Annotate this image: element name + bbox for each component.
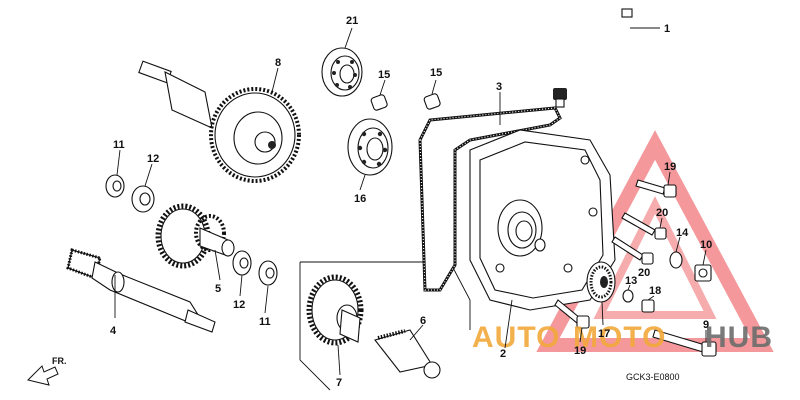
part-gasket bbox=[418, 106, 562, 292]
leader-lines bbox=[114, 27, 707, 376]
callout-11-bottom: 11 bbox=[259, 316, 271, 328]
callout-15-right: 15 bbox=[430, 67, 442, 79]
watermark-text-hub: HUB bbox=[705, 321, 773, 354]
part-washers-left bbox=[105, 174, 155, 213]
part-gear-set-box bbox=[299, 261, 471, 391]
part-final-shaft-gear bbox=[138, 60, 301, 183]
callout-7: 7 bbox=[336, 377, 342, 389]
callout-19-bottom: 19 bbox=[574, 345, 586, 357]
front-label: FR. bbox=[52, 356, 67, 366]
callout-5: 5 bbox=[215, 283, 221, 295]
callout-17: 17 bbox=[598, 328, 610, 340]
front-arrow-icon bbox=[27, 365, 59, 386]
callout-15-left: 15 bbox=[378, 69, 390, 81]
callout-12-top: 12 bbox=[147, 153, 159, 165]
part-bearing-21 bbox=[321, 47, 363, 97]
callout-9: 9 bbox=[703, 319, 709, 331]
part-counter-gear bbox=[155, 203, 235, 269]
callout-19-top: 19 bbox=[664, 161, 676, 173]
diagram-code: GCK3-E0800 bbox=[626, 372, 680, 382]
part-fasteners bbox=[554, 179, 717, 357]
callout-12-bottom: 12 bbox=[233, 299, 245, 311]
callout-10: 10 bbox=[700, 239, 712, 251]
part-transmission-cover bbox=[469, 129, 616, 311]
front-direction-indicator: FR. bbox=[27, 356, 67, 386]
callout-6: 6 bbox=[420, 315, 426, 327]
part-bearing-16 bbox=[347, 118, 393, 176]
callout-8: 8 bbox=[275, 57, 281, 69]
callout-21: 21 bbox=[346, 15, 358, 27]
callout-4: 4 bbox=[110, 325, 117, 337]
part-breather-tube bbox=[553, 8, 633, 108]
callout-13: 13 bbox=[625, 275, 637, 287]
watermark-text: AUTO MOTO HUB bbox=[472, 321, 773, 354]
watermark-text-moto: MOTO bbox=[573, 321, 666, 354]
callout-18: 18 bbox=[649, 285, 661, 297]
callout-1: 1 bbox=[664, 23, 670, 35]
callout-2: 2 bbox=[500, 348, 506, 360]
part-dowel-pins bbox=[370, 93, 441, 111]
part-oil-seal bbox=[586, 261, 616, 303]
callout-20-bottom: 20 bbox=[638, 267, 650, 279]
callout-11-top: 11 bbox=[113, 139, 125, 151]
callout-3: 3 bbox=[496, 81, 502, 93]
callouts: 1 2 3 4 5 6 7 8 9 10 11 11 12 12 13 14 1… bbox=[110, 15, 712, 389]
watermark-text-auto: AUTO bbox=[472, 321, 560, 354]
callout-14: 14 bbox=[676, 227, 689, 239]
callout-20-top: 20 bbox=[656, 207, 668, 219]
part-washers-right bbox=[232, 250, 278, 286]
part-drive-shaft bbox=[66, 248, 216, 333]
callout-16: 16 bbox=[354, 193, 366, 205]
